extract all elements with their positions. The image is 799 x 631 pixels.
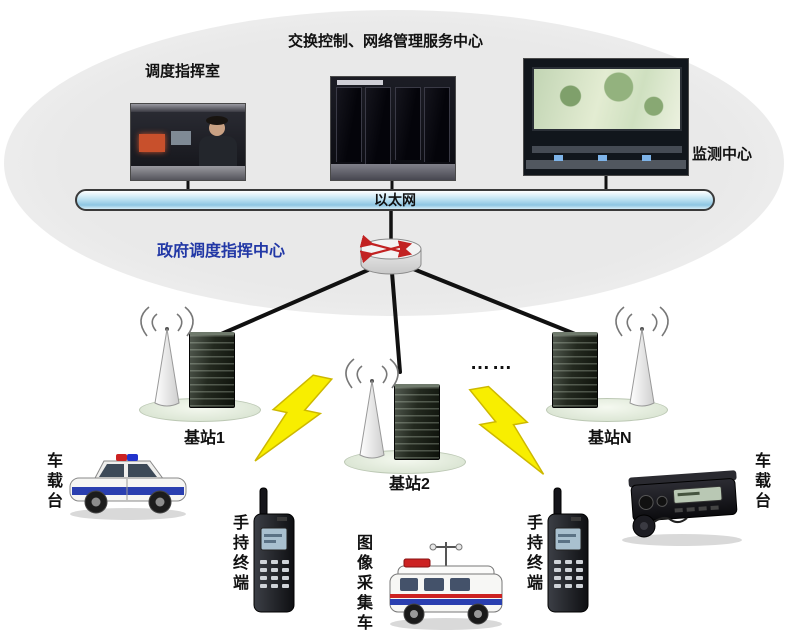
router-icon (359, 234, 422, 275)
server-rack-3 (395, 87, 421, 160)
lightning-bolt-right (468, 385, 545, 475)
server-room-photo (330, 76, 456, 181)
wire-router-base2 (389, 258, 402, 374)
vehicle-station-right-label: 车载台 (752, 452, 769, 512)
video-wall-screen (532, 67, 682, 131)
small-monitor (554, 155, 563, 161)
console-screen-gray (171, 131, 191, 145)
ethernet-bus: 以太网 (75, 189, 715, 211)
base-station-1 (137, 298, 267, 428)
antenna-icon (140, 306, 194, 407)
antenna-icon (345, 358, 399, 459)
handheld-left-label: 手持终端 (230, 514, 247, 594)
title-label: 交换控制、网络管理服务中心 (288, 33, 484, 50)
image-van-label: 图像采集车 (354, 534, 371, 631)
small-monitor (598, 155, 607, 161)
police-car-image (69, 454, 187, 520)
antenna-icon (615, 306, 669, 407)
handheld-right-label: 手持终端 (524, 514, 541, 594)
handheld-radio-left-image (253, 487, 295, 613)
equipment-rack (394, 384, 440, 460)
monitor-center-photo (523, 58, 689, 176)
server-rack-2 (365, 87, 391, 164)
ethernet-label: 以太网 (374, 192, 416, 208)
base-station-N (544, 298, 674, 428)
image-collection-van-image (389, 542, 503, 630)
equipment-rack (189, 332, 235, 408)
vehicle-radio-image (622, 470, 742, 546)
router-arrows (359, 234, 413, 264)
base1-label: 基站1 (184, 430, 225, 447)
wire-group (186, 174, 608, 374)
more-basestations-ellipsis: …… (470, 352, 514, 374)
gov-dispatch-center-label: 政府调度指挥中心 (157, 243, 286, 260)
console-screen-red (139, 134, 165, 152)
monitor-center-label: 监测中心 (692, 146, 753, 163)
small-monitor (642, 155, 651, 161)
vehicle-station-left-label: 车载台 (44, 452, 61, 512)
dispatch-room-label: 调度指挥室 (145, 63, 221, 80)
wire-router-baseN (389, 258, 592, 342)
equipment-rack (552, 332, 598, 408)
server-rack-4 (424, 87, 450, 162)
server-rack-1 (336, 87, 362, 162)
console-desk (131, 166, 245, 180)
ceiling-lamp (337, 80, 383, 85)
lightning-bolt-left (254, 374, 334, 462)
ceiling-light (131, 104, 245, 112)
server-room-floor (331, 164, 455, 180)
wire-router-base1 (210, 258, 393, 340)
baseN-label: 基站N (588, 430, 632, 447)
operator-hair (206, 116, 228, 125)
handheld-radio-right-image (547, 487, 589, 613)
base-station-2 (342, 350, 472, 480)
console-row-back (532, 146, 682, 153)
console-row-front (526, 160, 686, 169)
dispatch-room-photo (130, 103, 246, 181)
base2-label: 基站2 (389, 476, 430, 493)
